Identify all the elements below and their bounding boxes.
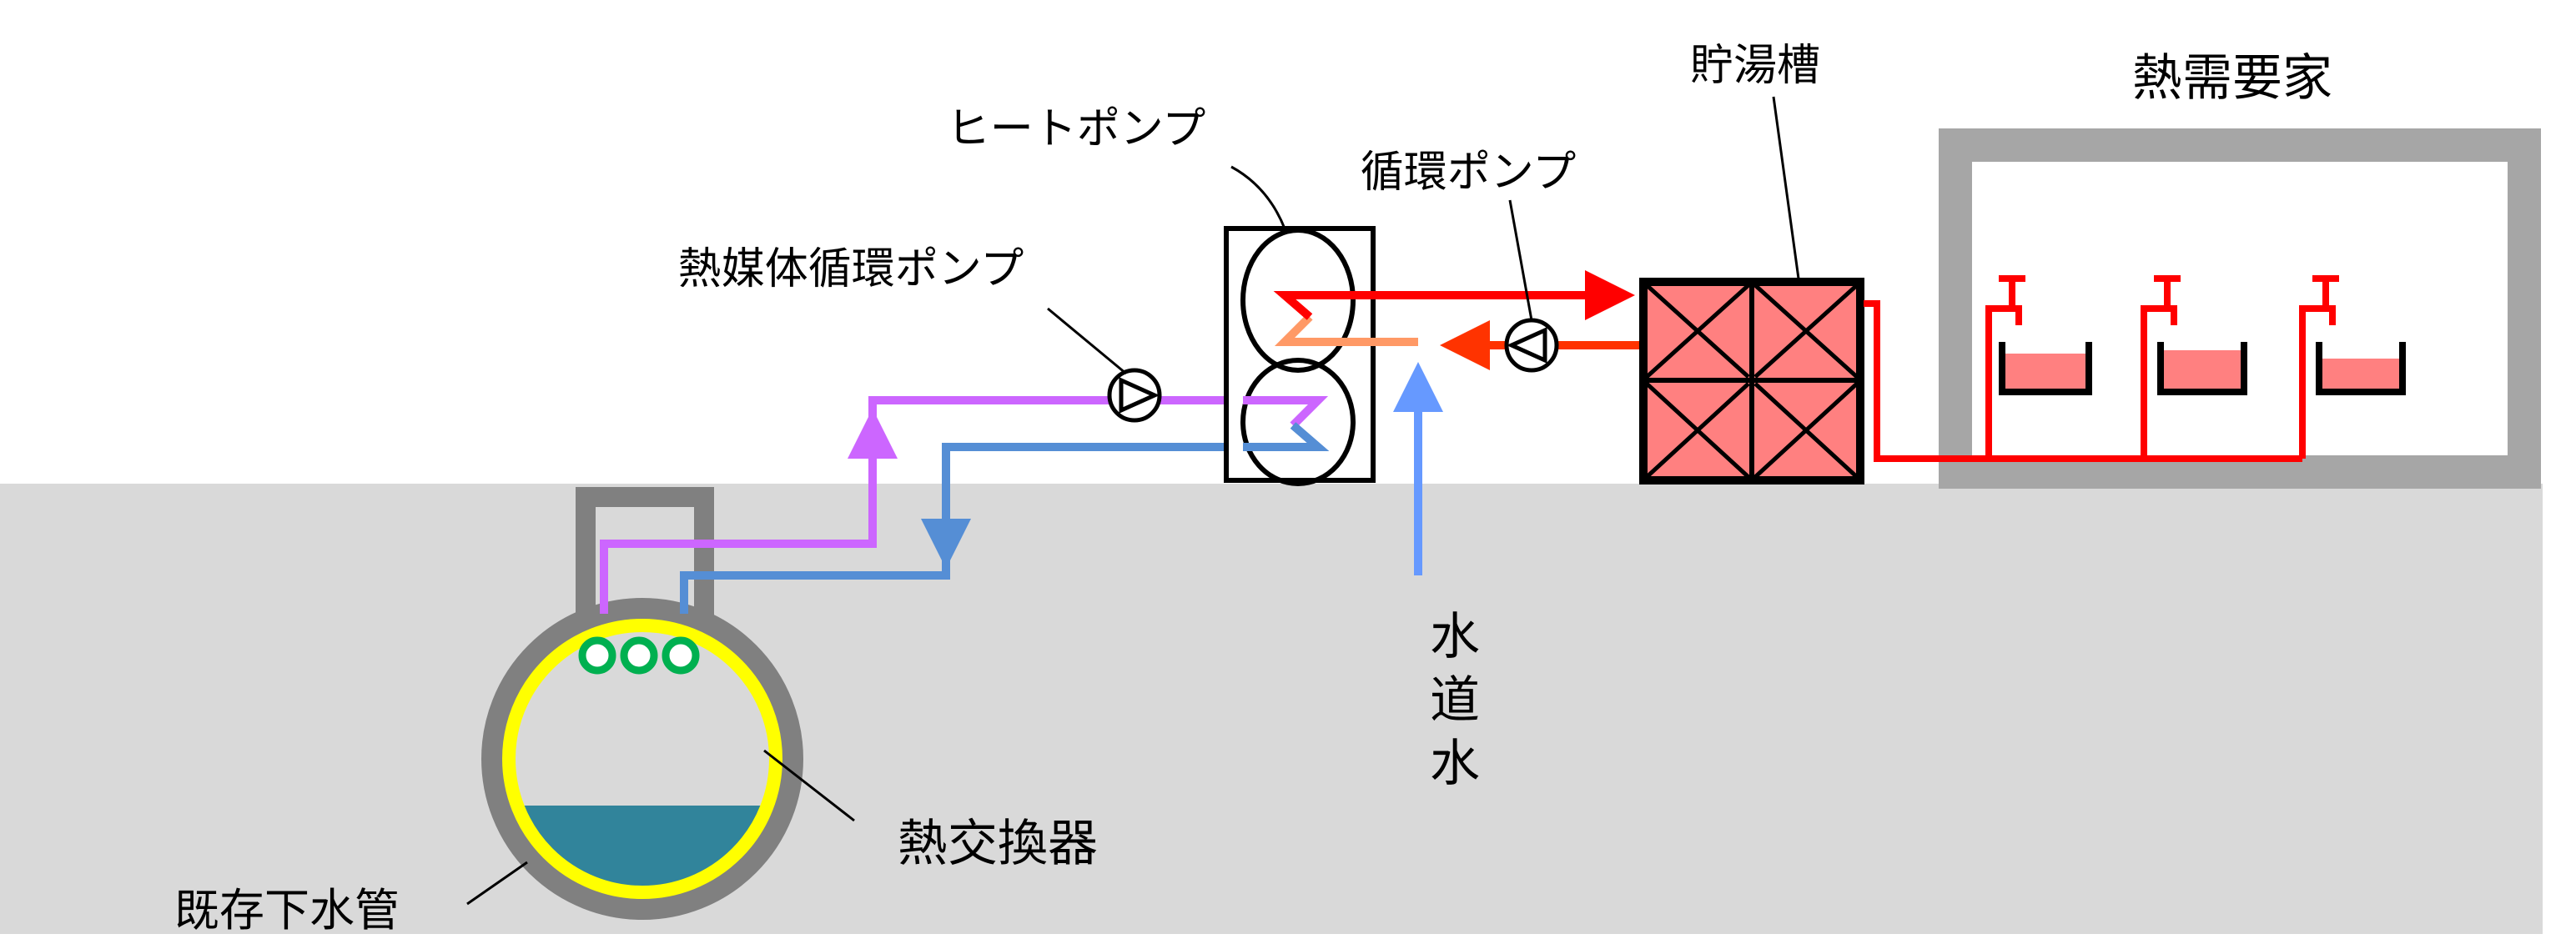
faucet-2: [2141, 275, 2247, 459]
heat-medium-coil-return: [1243, 422, 1330, 451]
hot-water-storage-tank: [1639, 278, 1864, 485]
label-heat-medium-pump: 熱媒体循環ポンプ: [678, 244, 1024, 294]
supply-line: [1864, 300, 2302, 462]
label-heat-consumer: 熱需要家: [2132, 49, 2332, 108]
heat-pump-unit: [1224, 226, 1376, 486]
faucet-1: [1985, 275, 2092, 459]
label-circulation-pump: 循環ポンプ: [1361, 148, 1576, 198]
label-tap-water-char: 水: [1430, 735, 1480, 793]
heat-consumer-building: [1939, 128, 2541, 489]
label-heat-exchanger: 熱交換器: [898, 815, 1098, 873]
label-tap-water: 水 道 水: [1430, 608, 1480, 793]
heat-medium-pump: [1107, 368, 1162, 423]
label-tap-water-char: 道: [1430, 671, 1480, 730]
leader-lines: [466, 96, 1800, 906]
circulation-pump: [1504, 318, 1559, 373]
label-heat-pump: ヒートポンプ: [947, 104, 1205, 154]
faucet-3: [2299, 275, 2406, 459]
label-storage-tank: 貯湯槽: [1690, 41, 1820, 91]
ground: [0, 484, 2543, 934]
label-existing-sewer: 既存下水管: [174, 884, 400, 936]
hot-water-line: [1273, 270, 1635, 320]
faucets: [1985, 275, 2406, 459]
existing-sewer-pipe: [481, 598, 803, 920]
label-tap-water-char: 水: [1430, 608, 1480, 666]
exchanger-tubes: [578, 636, 700, 675]
warm-water-line: [1274, 314, 1418, 346]
heat-medium-coil: [1243, 396, 1329, 429]
